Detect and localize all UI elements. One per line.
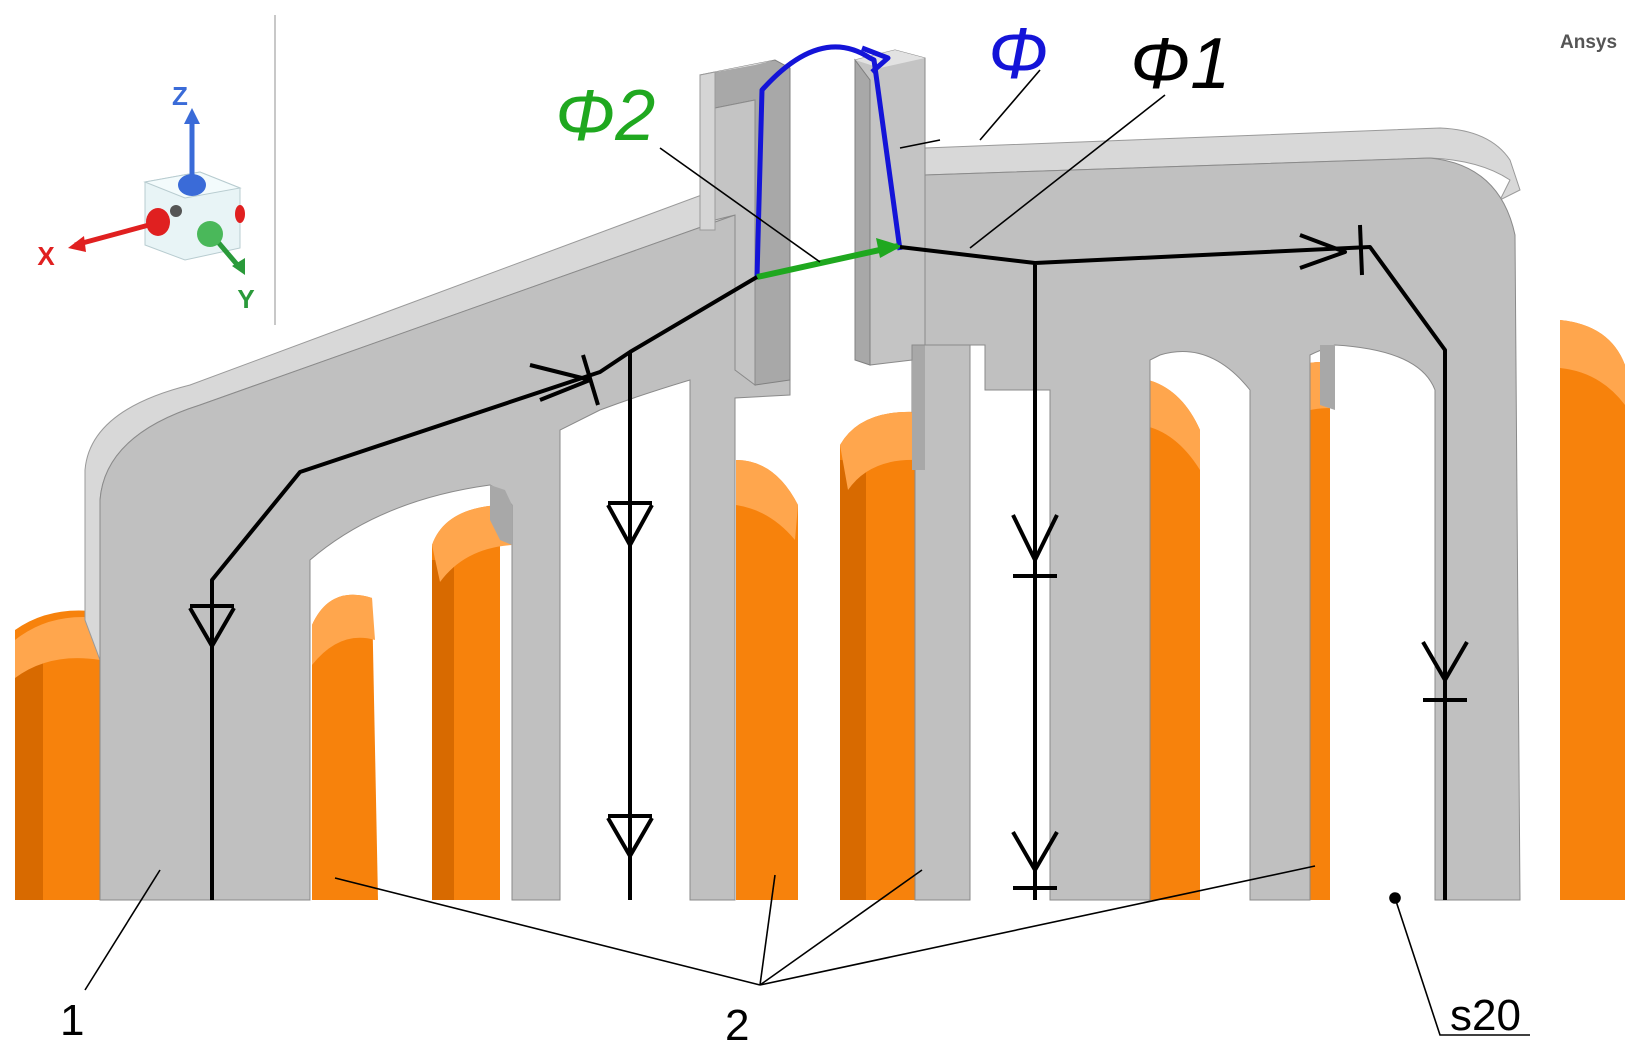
leader-phi — [979, 69, 1041, 141]
leader-s20 — [1394, 897, 1530, 1036]
flux-arrow-markers — [188, 224, 1469, 890]
label-part-2: 2 — [725, 1001, 749, 1050]
label-s20: s20 — [1450, 991, 1521, 1040]
flux-phi2-path — [756, 243, 899, 280]
flux-phi2-arrowhead — [876, 238, 902, 258]
core-left-tower — [699, 59, 791, 386]
coil-4 — [736, 460, 798, 900]
coil-8 — [1560, 320, 1625, 900]
label-phi: Φ — [988, 14, 1048, 94]
flux-phi-arrowhead — [861, 45, 891, 74]
flux-phi1-path — [210, 245, 1447, 900]
leader-2b — [759, 874, 776, 986]
leader-2d — [759, 865, 1316, 986]
x-axis-arrow — [74, 219, 161, 248]
y-axis-label: Y — [237, 284, 254, 314]
brand-label: Ansys — [1560, 32, 1617, 53]
flux-phi-path — [754, 44, 903, 278]
coil-6 — [1140, 378, 1200, 900]
leader-lines — [84, 69, 1530, 1036]
leader-2a — [334, 877, 761, 986]
leader-phi2 — [659, 147, 821, 263]
leader-1 — [84, 869, 161, 991]
label-part-1: 1 — [60, 996, 84, 1045]
leader-phi1 — [969, 94, 1166, 249]
z-axis-label: Z — [172, 81, 188, 111]
label-phi1: Φ1 — [1130, 24, 1230, 104]
coil-2 — [312, 594, 378, 900]
label-phi2: Φ2 — [555, 76, 655, 156]
coil-1 — [15, 610, 100, 900]
core-right — [911, 127, 1521, 901]
x-axis-label: X — [37, 241, 55, 271]
labels: Ansys Φ Φ1 Φ2 1 2 s20 — [60, 14, 1617, 1050]
flux-paths — [188, 44, 1469, 900]
coordinate-triad: Z X Y — [37, 15, 276, 325]
core-right-tower — [854, 49, 926, 366]
coil-5 — [840, 411, 918, 900]
coil-3 — [432, 505, 512, 900]
leader-2c — [759, 869, 923, 986]
